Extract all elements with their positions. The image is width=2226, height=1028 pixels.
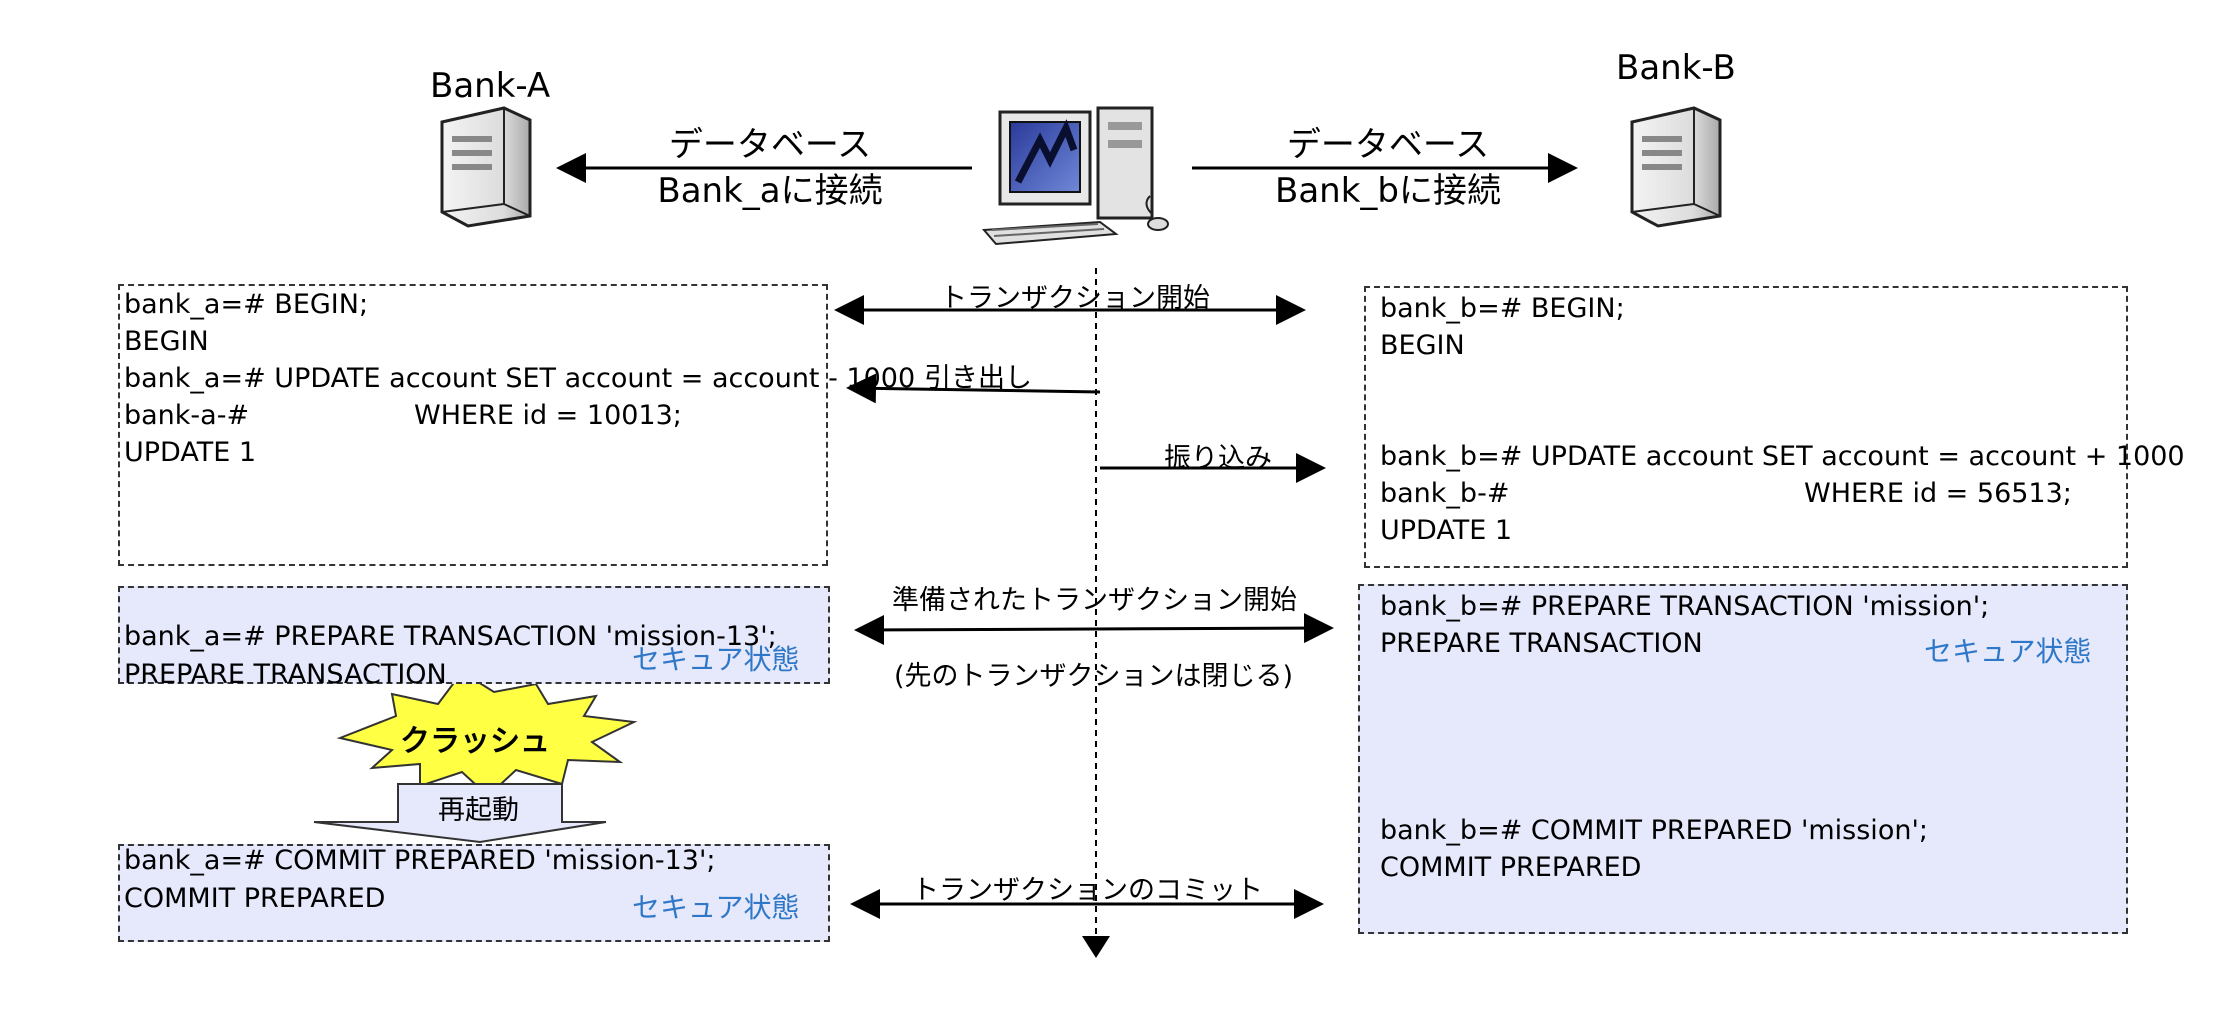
desktop-computer-icon (981, 106, 1169, 246)
bank-a-commit-cmd: bank_a=# COMMIT PREPARED 'mission-13'; (124, 845, 716, 876)
bank-a-begin-cmd: bank_a=# BEGIN; (124, 289, 369, 320)
bank-b-prepare-cmd: bank_b=# PREPARE TRANSACTION 'mission'; (1380, 591, 1990, 622)
connect-label-b: データベース Bank_bに接続 (1268, 122, 1508, 214)
bank-b-block1 (1364, 286, 2128, 568)
connect-label-a: データベース Bank_aに接続 (650, 122, 890, 214)
bank-b-continuation: bank_b-# (1380, 478, 1510, 509)
connect-label-b-line1: データベース (1286, 125, 1490, 165)
step-begin-label: トランザクション開始 (940, 283, 1210, 314)
restart-arrow-icon (313, 783, 607, 844)
bank-b-commit-result: COMMIT PREPARED (1380, 852, 1642, 883)
bank-a-block3 (118, 844, 830, 942)
bank-a-prepare-result: PREPARE TRANSACTION (124, 659, 447, 690)
bank-a-secure-label-2: セキュア状態 (632, 891, 800, 924)
bank-a-commit-result: COMMIT PREPARED (124, 883, 386, 914)
server-label-b: Bank-B (1616, 48, 1736, 88)
bank-b-where: WHERE id = 56513; (1804, 478, 2072, 509)
timeline-arrowhead (1082, 936, 1110, 958)
step-commit-label: トランザクションのコミット (912, 875, 1263, 906)
step-prepared-note: (先のトランザクションは閉じる) (894, 661, 1294, 692)
arrow-withdraw (846, 373, 1101, 404)
connect-label-a-line2: Bank_aに接続 (657, 171, 883, 211)
server-tower-icon (1630, 106, 1722, 228)
server-tower-icon (440, 106, 532, 228)
bank-a-begin-result: BEGIN (124, 326, 209, 357)
bank-b-commit-cmd: bank_b=# COMMIT PREPARED 'mission'; (1380, 815, 1928, 846)
bank-a-continuation: bank-a-# (124, 400, 250, 431)
connect-label-a-line1: データベース (668, 125, 872, 165)
step-withdraw-label: 引き出し (924, 363, 1032, 394)
restart-label: 再起動 (438, 795, 519, 826)
bank-a-secure-label-1: セキュア状態 (632, 643, 800, 676)
bank-b-begin-result: BEGIN (1380, 330, 1465, 361)
bank-a-block1 (118, 284, 828, 566)
bank-a-update-result: UPDATE 1 (124, 437, 257, 468)
bank-a-update-cmd: bank_a=# UPDATE account SET account = ac… (124, 363, 916, 394)
step-prepared-label: 準備されたトランザクション開始 (892, 585, 1297, 616)
step-deposit-label: 振り込み (1164, 443, 1272, 474)
server-label-a: Bank-A (430, 66, 551, 106)
bank-b-update-result: UPDATE 1 (1380, 515, 1513, 546)
bank-a-where: WHERE id = 10013; (414, 400, 682, 431)
bank-a-block2 (118, 586, 830, 684)
bank-a-prepare-cmd: bank_a=# PREPARE TRANSACTION 'mission-13… (124, 621, 777, 652)
connect-label-b-line2: Bank_bに接続 (1275, 171, 1501, 211)
bank-b-prepare-result: PREPARE TRANSACTION (1380, 628, 1703, 659)
bank-b-begin-cmd: bank_b=# BEGIN; (1380, 293, 1625, 324)
bank-b-block2 (1358, 584, 2128, 934)
bank-b-secure-label: セキュア状態 (1924, 635, 2092, 668)
bank-b-update-cmd: bank_b=# UPDATE account SET account = ac… (1380, 441, 2185, 472)
crash-label: クラッシュ (400, 724, 550, 759)
